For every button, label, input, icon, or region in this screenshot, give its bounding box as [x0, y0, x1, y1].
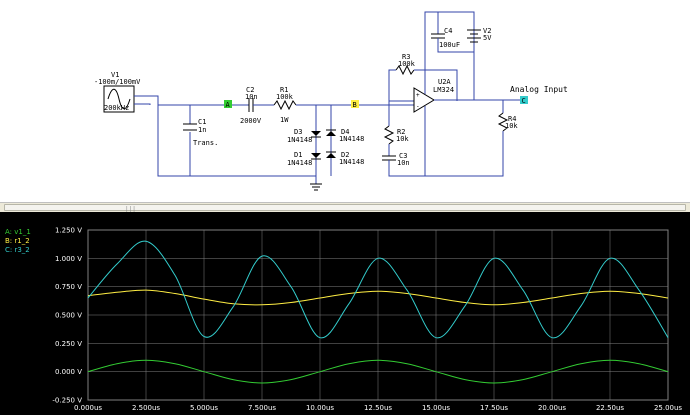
x-axis-ticks: 0.000us 2.500us 5.000us 7.500us 10.00us 12.50… [74, 404, 682, 412]
opamp-minus-sign: - [416, 103, 420, 110]
legend-entry: C: r3_2 [5, 246, 30, 254]
x-tick-label: 20.00us [538, 404, 566, 412]
v2-name: V2 [483, 27, 491, 35]
x-tick-label: 0.000us [74, 404, 102, 412]
d4-part: 1N4148 [339, 135, 364, 143]
c1-value: 1n [198, 126, 206, 134]
c1-note: Trans. [193, 139, 218, 147]
d4-symbol [326, 131, 336, 136]
d1-part: 1N4148 [287, 159, 312, 167]
wire-fb-left [388, 69, 396, 101]
probe-a-marker[interactable] [224, 100, 232, 108]
analog-input-label: Analog Input [510, 85, 568, 94]
u2a-part: LM324 [433, 86, 454, 94]
r1-name: R1 [280, 86, 288, 94]
d3-name: D3 [294, 128, 302, 136]
series-trace-1 [87, 359, 669, 384]
probe-b-label: B [353, 101, 357, 109]
c3-name: C3 [399, 152, 407, 160]
wire-fb-right [414, 69, 458, 101]
plot-traces [87, 240, 669, 384]
c3-value: 10n [397, 159, 410, 167]
legend: A: v1_1B: r1_2C: r3_2 [5, 228, 31, 254]
d2-symbol [326, 153, 336, 158]
y-tick-label: 0.750 V [55, 283, 82, 291]
r2-value: 10k [396, 135, 409, 143]
probe-b-marker[interactable] [351, 100, 359, 108]
source-v1-value: -100m/100mV [94, 78, 141, 86]
c4-name: C4 [444, 27, 452, 35]
d1-symbol [311, 153, 321, 158]
y-tick-label: 1.250 V [55, 227, 82, 235]
c2-voltage: 2000V [240, 117, 262, 125]
r3-symbol [395, 64, 415, 76]
probe-a-label: A [226, 101, 231, 109]
wire-r4-gnd [425, 131, 504, 177]
r3-name: R3 [402, 53, 410, 61]
c2-value: 10n [245, 93, 258, 101]
r1-symbol [273, 99, 297, 111]
x-tick-label: 22.50us [596, 404, 624, 412]
grid [87, 229, 669, 401]
u2a-name: U2A [438, 78, 451, 86]
r1-power: 1W [280, 116, 289, 124]
wire-supply [424, 11, 475, 100]
x-tick-label: 17.50us [480, 404, 508, 412]
d4-name: D4 [341, 128, 349, 136]
y-tick-label: 0.500 V [55, 312, 82, 320]
x-tick-label: 15.00us [422, 404, 450, 412]
grapher-panel[interactable]: 1.250 V 1.000 V 0.750 V 0.500 V 0.250 V 0.000… [0, 212, 690, 415]
scrollbar-thumb[interactable]: ||| [4, 204, 686, 213]
y-tick-label: 0.250 V [55, 340, 82, 348]
r2-name: R2 [397, 128, 405, 136]
schematic-drawing: V1 -100m/100mV 200kHz C1 1n Trans. A C2 … [94, 11, 568, 191]
c4-value: 100uF [439, 41, 460, 49]
d2-name: D2 [341, 151, 349, 159]
x-tick-label: 12.50us [364, 404, 392, 412]
probe-c-marker[interactable] [520, 96, 528, 104]
sine-icon [107, 88, 131, 110]
x-tick-label: 10.00us [306, 404, 334, 412]
y-tick-label: 1.000 V [55, 255, 82, 263]
source-v1-freq: 200kHz [104, 104, 129, 112]
c1-name: C1 [198, 118, 206, 126]
y-tick-label: 0.000 V [55, 368, 82, 376]
y-axis-ticks: 1.250 V 1.000 V 0.750 V 0.500 V 0.250 V 0.000… [52, 227, 82, 405]
x-tick-label: 7.500us [248, 404, 276, 412]
r3-value: 100k [398, 60, 416, 68]
r1-value: 100k [276, 93, 294, 101]
wire-v1-to-a [134, 95, 225, 106]
schematic-canvas[interactable]: V1 -100m/100mV 200kHz C1 1n Trans. A C2 … [0, 0, 690, 203]
v2-value: 5V [483, 34, 492, 42]
wire-ground-bus [157, 105, 316, 177]
y-tick-label: -0.250 V [52, 397, 82, 405]
source-v1-symbol[interactable] [103, 85, 135, 113]
d3-symbol [311, 131, 321, 136]
scrollbar-grip-icon: ||| [125, 206, 136, 213]
series-trace-3 [87, 240, 669, 339]
r2-symbol [383, 125, 395, 145]
wire-c4-bottom [437, 38, 474, 53]
r4-name: R4 [508, 115, 516, 123]
d2-part: 1N4148 [339, 158, 364, 166]
oscilloscope-plot[interactable]: 1.250 V 1.000 V 0.750 V 0.500 V 0.250 V 0.000… [0, 212, 690, 415]
x-tick-label: 25.00us [654, 404, 682, 412]
x-tick-label: 2.500us [132, 404, 160, 412]
d1-name: D1 [294, 151, 302, 159]
probe-c-label: C [522, 97, 526, 105]
u2a-opamp-symbol[interactable] [413, 87, 435, 113]
legend-entry: A: v1_1 [5, 228, 31, 236]
c2-name: C2 [246, 86, 254, 94]
wire-v1-top [134, 103, 151, 105]
r4-symbol [497, 112, 509, 132]
x-tick-label: 5.000us [190, 404, 218, 412]
r4-value: 10k [505, 122, 518, 130]
legend-entry: B: r1_2 [5, 237, 30, 245]
d3-part: 1N4148 [287, 136, 312, 144]
opamp-plus-sign: + [416, 92, 420, 99]
horizontal-scrollbar[interactable]: ||| [0, 202, 690, 213]
source-v1-name: V1 [111, 71, 119, 79]
wire-c3-gnd [388, 160, 425, 177]
